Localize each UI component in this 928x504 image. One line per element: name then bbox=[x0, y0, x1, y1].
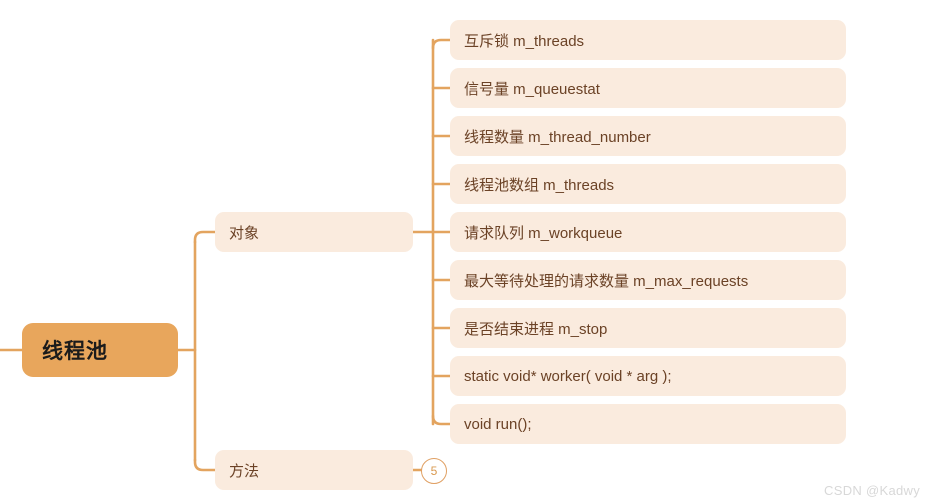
leaf-node[interactable]: static void* worker( void * arg ); bbox=[450, 356, 846, 396]
wire-to-branch-obj bbox=[193, 230, 217, 244]
leaf-node[interactable]: 互斥锁 m_threads bbox=[450, 20, 846, 60]
collapse-count-badge[interactable]: 5 bbox=[421, 458, 447, 484]
leaf-node[interactable]: 是否结束进程 m_stop bbox=[450, 308, 846, 348]
leaf-node[interactable]: 请求队列 m_workqueue bbox=[450, 212, 846, 252]
wire-to-branch-meth bbox=[193, 458, 217, 472]
leaf-node[interactable]: 线程数量 m_thread_number bbox=[450, 116, 846, 156]
wire-to-leaf-9 bbox=[431, 414, 452, 426]
branch-node-object[interactable]: 对象 bbox=[215, 212, 413, 252]
root-node[interactable]: 线程池 bbox=[22, 323, 178, 377]
leaf-node[interactable]: 最大等待处理的请求数量 m_max_requests bbox=[450, 260, 846, 300]
leaf-node[interactable]: 信号量 m_queuestat bbox=[450, 68, 846, 108]
wire-to-leaf-1 bbox=[431, 38, 452, 50]
leaf-node[interactable]: 线程池数组 m_threads bbox=[450, 164, 846, 204]
watermark: CSDN @Kadwy bbox=[824, 483, 920, 498]
branch-node-method[interactable]: 方法 bbox=[215, 450, 413, 490]
leaf-node[interactable]: void run(); bbox=[450, 404, 846, 444]
